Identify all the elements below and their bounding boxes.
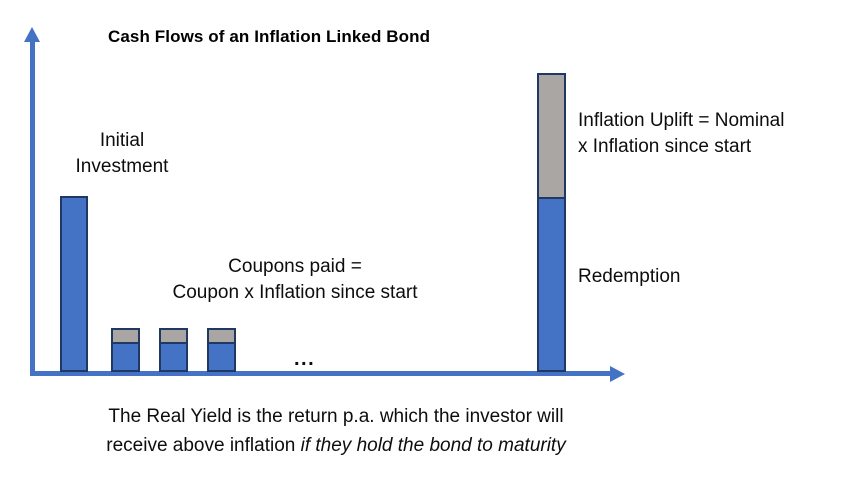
redemption-bar-uplift-segment bbox=[539, 75, 564, 199]
coupon-bar-2 bbox=[159, 328, 188, 372]
coupon-bar-3 bbox=[207, 328, 236, 372]
coupon-bar-3-base-segment bbox=[209, 344, 234, 370]
inflation-uplift-label: Inflation Uplift = Nominal x Inflation s… bbox=[578, 110, 785, 157]
coupons-paid-label: Coupons paid = Coupon x Inflation since … bbox=[172, 256, 418, 303]
y-axis-arrow-icon bbox=[24, 27, 40, 42]
page-title: Cash Flows of an Inflation Linked Bond bbox=[108, 27, 431, 46]
redemption-bar-base-segment bbox=[539, 199, 564, 370]
footnote-line-2-plain: receive above inflation bbox=[106, 435, 301, 456]
coupon-bar-1-uplift-segment bbox=[113, 330, 138, 344]
initial-investment-label: Initial Investment bbox=[75, 130, 169, 177]
x-axis-arrow-icon bbox=[610, 366, 625, 382]
coupon-bar-1-base-segment bbox=[113, 344, 138, 370]
coupon-bar-3-uplift-segment bbox=[209, 330, 234, 344]
coupon-bar-2-uplift-segment bbox=[161, 330, 186, 344]
y-axis-line bbox=[30, 40, 35, 376]
ellipsis-marker: ... bbox=[294, 348, 316, 370]
initial-investment-bar bbox=[60, 196, 88, 372]
initial-investment-bar-base-segment bbox=[62, 198, 86, 370]
redemption-label: Redemption bbox=[578, 266, 681, 287]
real-yield-footnote: The Real Yield is the return p.a. which … bbox=[36, 402, 636, 460]
footnote-line-1: The Real Yield is the return p.a. which … bbox=[108, 406, 564, 427]
coupon-bar-2-base-segment bbox=[161, 344, 186, 370]
coupon-bar-1 bbox=[111, 328, 140, 372]
footnote-line-2-italic: if they hold the bond to maturity bbox=[300, 435, 566, 456]
redemption-bar bbox=[537, 73, 566, 372]
x-axis-line bbox=[30, 371, 613, 376]
